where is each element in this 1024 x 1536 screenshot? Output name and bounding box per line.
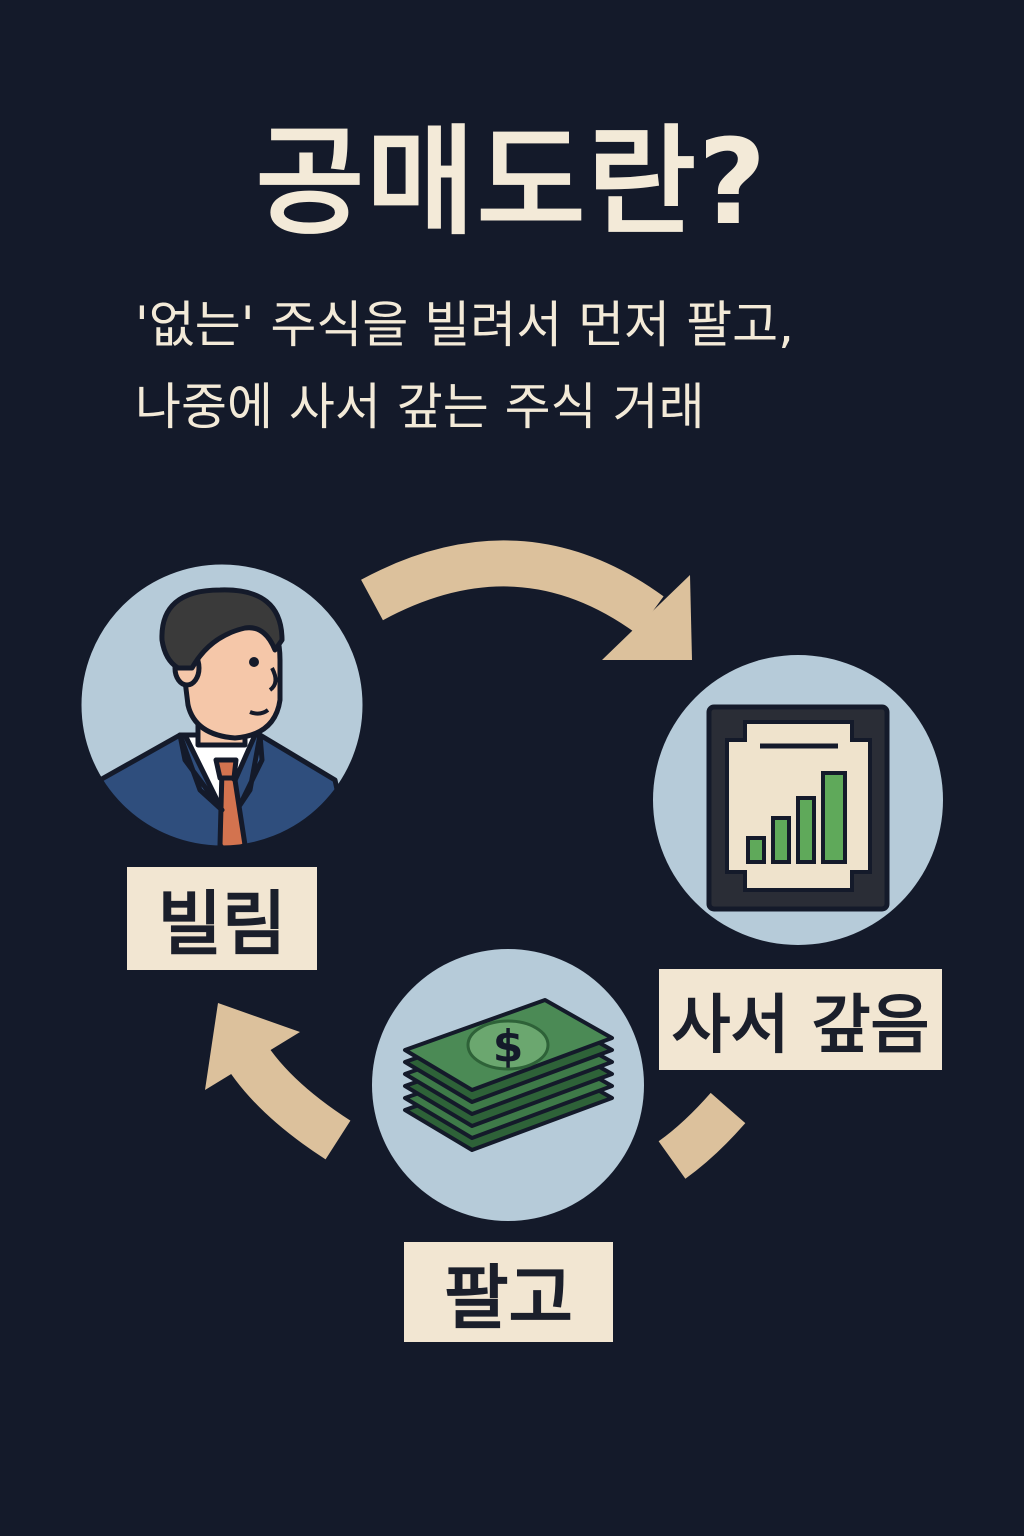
page-title: 공매도란? (255, 113, 769, 251)
subtitle-line-2: 나중에 사서 갚는 주식 거래 (135, 378, 705, 436)
cash-stack-icon: $ (372, 949, 644, 1221)
svg-text:$: $ (493, 1021, 524, 1072)
arrow-buyback-to-sell (658, 1092, 746, 1179)
arrow-sell-to-borrow (205, 1003, 351, 1160)
businessman-icon (78, 561, 366, 849)
arrow-borrow-to-buyback (361, 540, 692, 660)
stock-certificate-icon (653, 655, 943, 945)
step-label-borrow: 빌림 (127, 867, 317, 970)
step-label-sell: 팔고 (404, 1242, 613, 1342)
step-label-buyback: 사서 갚음 (659, 969, 942, 1070)
subtitle-line-1: '없는' 주식을 빌려서 먼저 팔고, (135, 296, 794, 354)
